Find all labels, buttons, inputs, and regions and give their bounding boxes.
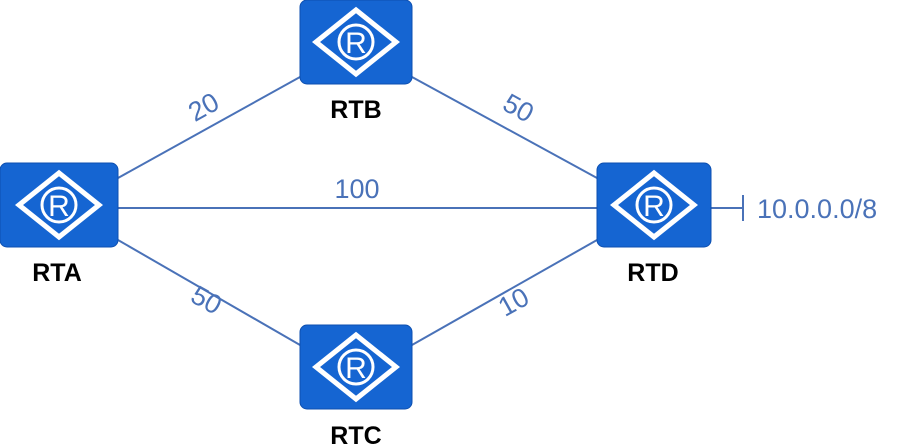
router-rtb: R [299, 0, 413, 85]
router-icon [299, 0, 413, 85]
router-label-rtb: RTB [330, 96, 381, 124]
router-rtd: R [596, 162, 712, 248]
cost-label-rtc-rtd: 10 [493, 282, 534, 323]
cost-label-rta-rtd: 100 [334, 174, 379, 204]
link-rta-rtc [117, 239, 301, 346]
router-rta: R [0, 162, 119, 248]
cost-label-rta-rtc: 50 [186, 280, 227, 321]
router-icon [299, 324, 413, 410]
router-icon-letter: R [345, 27, 367, 60]
router-icon-letter: R [643, 190, 665, 223]
router-label-rtc: RTC [330, 422, 381, 447]
link-rta-rtb [117, 76, 301, 179]
router-icon [596, 162, 712, 248]
cost-label-rtb-rtd: 50 [498, 88, 539, 129]
router-rtc: R [299, 324, 413, 410]
router-icon [0, 162, 119, 248]
router-icon-letter: R [48, 190, 70, 223]
router-label-rta: RTA [32, 259, 82, 287]
link-rtc-rtd [411, 239, 598, 346]
network-prefix-label: 10.0.0.0/8 [757, 194, 877, 224]
router-icon-letter: R [345, 352, 367, 385]
router-label-rtd: RTD [627, 259, 678, 287]
link-rtb-rtd [411, 76, 598, 179]
